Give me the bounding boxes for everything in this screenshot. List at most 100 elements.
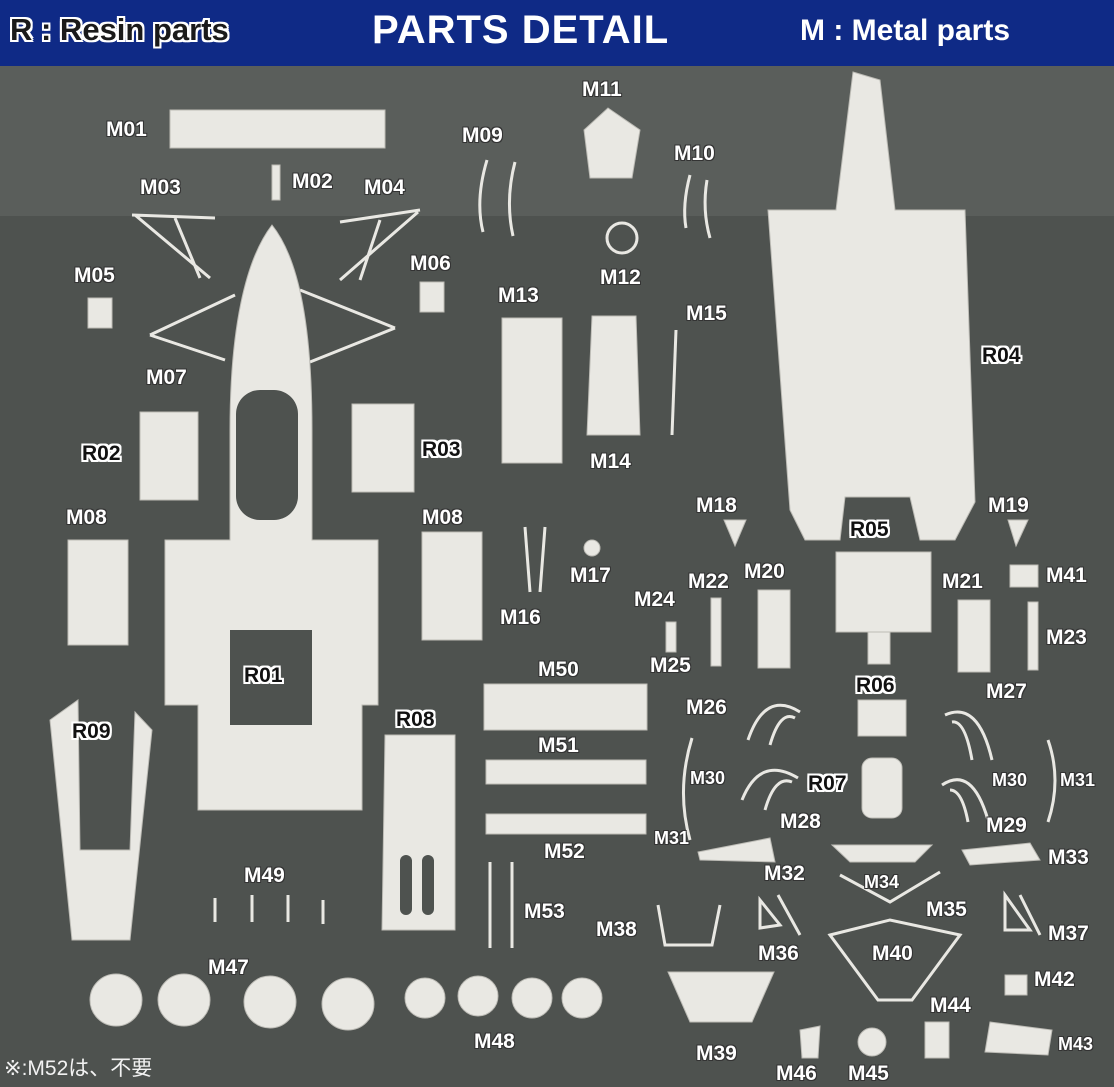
part-m22-shape xyxy=(710,597,722,667)
part-m29-shape xyxy=(941,778,990,823)
label-m06: M06 xyxy=(410,252,451,275)
part-m20-shape xyxy=(757,589,791,669)
part-m47-wheel-4 xyxy=(321,977,375,1031)
part-m21-shape xyxy=(957,599,991,673)
part-r06-shape xyxy=(857,699,907,737)
part-m09-shape xyxy=(478,159,517,237)
label-m13: M13 xyxy=(498,284,539,307)
label-m29: M29 xyxy=(986,814,1027,837)
part-r01-cockpit xyxy=(236,390,298,520)
label-m08b: M08 xyxy=(422,506,463,529)
part-m35-shape xyxy=(839,870,941,904)
part-m44-shape xyxy=(924,1021,950,1059)
label-m24: M24 xyxy=(634,588,675,611)
part-r08-shape xyxy=(381,734,456,931)
part-m16-shape xyxy=(523,526,547,593)
label-m50: M50 xyxy=(538,658,579,681)
label-m20: M20 xyxy=(744,560,785,583)
label-m39: M39 xyxy=(696,1042,737,1065)
part-m18-shape xyxy=(723,519,747,548)
part-r09-shape xyxy=(49,699,153,941)
part-m45-shape xyxy=(857,1027,887,1057)
label-r07: R07 xyxy=(808,772,847,795)
part-m06-shape xyxy=(419,281,445,313)
label-m14: M14 xyxy=(590,450,631,473)
label-r09: R09 xyxy=(72,720,111,743)
label-m05: M05 xyxy=(74,264,115,287)
part-r08-slot-right xyxy=(422,855,434,915)
part-m12-shape xyxy=(605,221,639,255)
part-m08a-shape xyxy=(67,539,129,646)
label-m27: M27 xyxy=(986,680,1027,703)
header-bar: R : Resin parts PARTS DETAIL M : Metal p… xyxy=(0,0,1114,66)
part-m03-shape xyxy=(131,213,216,280)
part-m08b-shape xyxy=(421,531,483,641)
part-m48-hub-3 xyxy=(511,977,553,1019)
label-m35: M35 xyxy=(926,898,967,921)
part-m27-shape xyxy=(944,710,994,761)
label-m18: M18 xyxy=(696,494,737,517)
part-m28-shape xyxy=(740,768,799,811)
label-r06: R06 xyxy=(856,674,895,697)
part-m48-hub-4 xyxy=(561,977,603,1019)
label-m52: M52 xyxy=(544,840,585,863)
label-r05: R05 xyxy=(850,518,889,541)
label-m48: M48 xyxy=(474,1030,515,1053)
part-m05-shape xyxy=(87,297,113,329)
label-m03: M03 xyxy=(140,176,181,199)
label-m31b: M31 xyxy=(1060,770,1096,790)
label-r02: R02 xyxy=(82,442,121,465)
label-m22: M22 xyxy=(688,570,729,593)
part-m15-shape xyxy=(670,329,678,436)
metal-legend: M : Metal parts xyxy=(800,14,1011,47)
part-m26-shape xyxy=(746,703,801,746)
part-m47-wheel-3 xyxy=(243,975,297,1029)
label-m11: M11 xyxy=(582,78,622,101)
label-m31a: M31 xyxy=(654,828,690,848)
part-r03-shape xyxy=(351,403,415,493)
part-m02-shape xyxy=(271,164,281,201)
part-m38-shape xyxy=(656,904,722,947)
label-m41: M41 xyxy=(1046,564,1087,587)
resin-legend: R : Resin parts xyxy=(10,12,229,47)
part-m40-shape xyxy=(827,918,963,1002)
part-m10-shape xyxy=(683,174,712,239)
part-m31b-shape xyxy=(1046,739,1057,823)
part-r01-floor xyxy=(230,630,312,725)
label-m53: M53 xyxy=(524,900,565,923)
part-m17-shape xyxy=(583,539,601,557)
part-m33-shape xyxy=(961,842,1041,866)
part-m47-wheel-1 xyxy=(89,973,143,1027)
part-m32-shape xyxy=(697,837,776,863)
label-m04: M04 xyxy=(364,176,405,199)
label-m33: M33 xyxy=(1048,846,1089,869)
part-m01-shape xyxy=(169,109,386,149)
label-m07: M07 xyxy=(146,366,187,389)
page-title: PARTS DETAIL xyxy=(372,8,670,52)
part-m42-shape xyxy=(1004,974,1028,996)
part-m41-shape xyxy=(1009,564,1039,588)
label-m15: M15 xyxy=(686,302,727,325)
label-m30a: M30 xyxy=(690,768,726,788)
part-m25-shape xyxy=(665,621,677,653)
label-m32: M32 xyxy=(764,862,805,885)
label-m08a: M08 xyxy=(66,506,107,529)
part-m46-shape xyxy=(799,1025,821,1059)
part-m14-shape xyxy=(586,315,641,436)
label-m12: M12 xyxy=(600,266,641,289)
part-m52-shape xyxy=(485,813,647,835)
label-m47: M47 xyxy=(208,956,249,979)
label-m23: M23 xyxy=(1046,626,1087,649)
part-m48-hub-2 xyxy=(457,975,499,1017)
part-m04-shape xyxy=(339,208,421,282)
part-m49-shape xyxy=(213,895,325,924)
part-r02-shape xyxy=(139,411,199,501)
label-r04: R04 xyxy=(982,344,1021,367)
part-m07-shape xyxy=(149,288,396,364)
label-m09: M09 xyxy=(462,124,503,147)
label-m28: M28 xyxy=(780,810,821,833)
label-r01: R01 xyxy=(244,664,283,687)
part-m19-shape xyxy=(1007,519,1029,548)
part-m23-shape xyxy=(1027,601,1039,671)
label-r08: R08 xyxy=(396,708,435,731)
